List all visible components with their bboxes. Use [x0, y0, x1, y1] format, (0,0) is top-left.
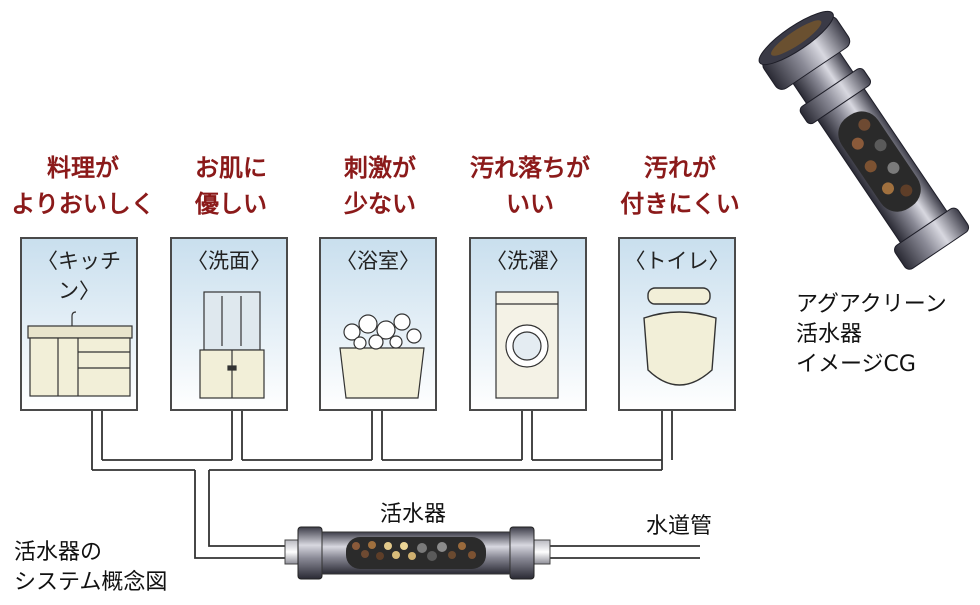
system-caption-line2: システム概念図 — [14, 570, 168, 595]
activator-device-icon — [284, 526, 551, 580]
cg-caption-line3: イメージCG — [796, 352, 916, 377]
benefit-laundry: 汚れ落ちが いい — [455, 150, 605, 222]
device-label: 活水器 — [380, 502, 447, 527]
toilet-box: 〈トイレ〉 — [618, 237, 736, 411]
system-caption-line1: 活水器の — [14, 540, 103, 565]
benefit-kitchen-line1: 料理が — [47, 154, 119, 182]
washroom-box: 〈洗面〉 — [170, 237, 288, 411]
benefit-laundry-line2: いい — [506, 190, 554, 218]
benefit-bathroom-line1: 刺激が — [344, 154, 416, 182]
room-washroom-label: 〈洗面〉 — [187, 249, 271, 273]
benefit-washroom-line2: 優しい — [195, 190, 267, 218]
benefit-toilet-line1: 汚れが — [644, 154, 716, 182]
room-toilet-label: 〈トイレ〉 — [624, 249, 730, 273]
cg-caption: アグアクリーン 活水器 イメージCG — [796, 290, 947, 380]
kitchen-box: 〈キッチン〉 — [20, 237, 138, 411]
benefit-toilet: 汚れが 付きにくい — [605, 150, 755, 222]
benefit-kitchen: 料理が よりおいしく — [8, 150, 158, 222]
benefit-toilet-line2: 付きにくい — [620, 190, 740, 218]
distribution-pipe — [91, 411, 700, 559]
benefit-laundry-line1: 汚れ落ちが — [470, 154, 590, 182]
benefit-bathroom: 刺激が 少ない — [305, 150, 455, 222]
room-kitchen-label: 〈キッチン〉 — [37, 249, 121, 303]
laundry-box: 〈洗濯〉 — [469, 237, 587, 411]
bathroom-box: 〈浴室〉 — [319, 237, 437, 411]
system-diagram-caption: 活水器の システム概念図 — [14, 538, 167, 598]
cg-caption-line2: 活水器 — [796, 322, 863, 347]
benefit-washroom: お肌に 優しい — [156, 150, 306, 222]
water-pipe-label: 水道管 — [646, 514, 713, 539]
cg-caption-line1: アグアクリーン — [796, 292, 947, 317]
benefit-washroom-line1: お肌に — [195, 154, 267, 182]
activator-cg-icon — [758, 10, 970, 270]
room-laundry-label: 〈洗濯〉 — [486, 249, 570, 273]
benefit-kitchen-line2: よりおいしく — [11, 190, 155, 218]
ceramic-balls — [352, 541, 476, 561]
room-bathroom-label: 〈浴室〉 — [336, 249, 420, 273]
benefit-bathroom-line2: 少ない — [344, 190, 416, 218]
